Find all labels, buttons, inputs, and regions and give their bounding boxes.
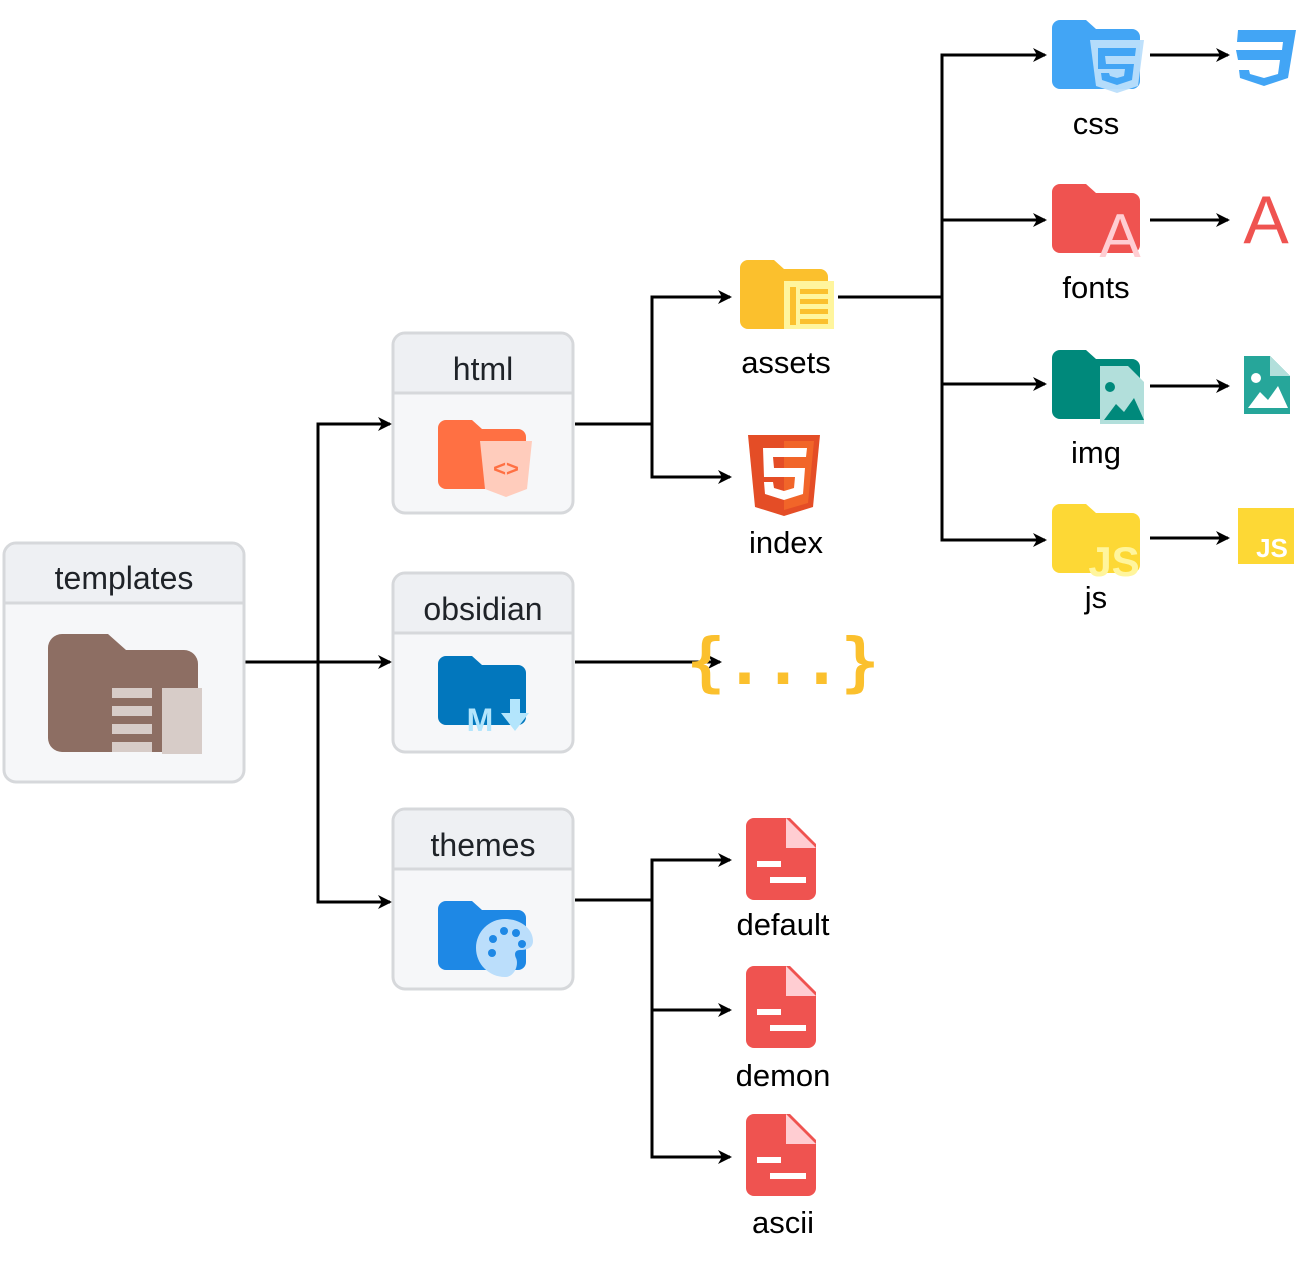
node-img[interactable]: img [1052,350,1144,470]
theme-folder-icon [438,901,533,977]
js-folder-icon: JS [1052,504,1140,585]
edge-html-assets [575,290,732,426]
fonts-folder-icon: A [1052,184,1141,271]
svg-text:A: A [1099,202,1141,271]
json-icon: {...} [687,626,880,700]
edge-html-index [650,424,732,484]
node-html-title: html [453,351,513,387]
javascript-icon: JS [1238,508,1294,564]
node-assets-label: assets [741,345,831,380]
edge-themes-ascii [650,1010,732,1164]
node-img-label: img [1071,435,1121,470]
html5-icon [748,435,820,516]
node-templates-title: templates [55,560,194,596]
document-icon [746,966,816,1048]
image-file-icon [1244,356,1290,414]
node-js-label: js [1084,580,1107,615]
node-assets[interactable]: assets [740,260,834,380]
node-json[interactable]: {...} [687,626,880,700]
node-html[interactable]: html <> [391,331,575,515]
edge-assets-img [940,297,1047,391]
svg-text:JS: JS [1088,538,1139,585]
edge-assets-trunk [838,48,1047,299]
node-fonts-label: fonts [1062,270,1129,305]
node-js[interactable]: JS js [1052,504,1140,615]
assets-folder-icon [740,260,834,329]
node-css-label: css [1073,106,1120,141]
edge-themes-default [575,853,732,902]
svg-text:<>: <> [493,456,519,481]
node-demon-label: demon [736,1058,831,1093]
document-icon [746,818,816,900]
svg-text:JS: JS [1256,533,1288,563]
node-templates[interactable]: templates [2,541,246,784]
node-fonts[interactable]: A fonts [1052,184,1141,305]
image-folder-icon [1052,350,1144,424]
node-obsidian[interactable]: obsidian M [391,571,575,754]
node-ascii[interactable]: ascii [746,1114,816,1240]
templates-folder-icon [48,634,202,754]
node-default-label: default [736,907,829,942]
node-themes-title: themes [431,827,536,863]
font-icon: A [1243,182,1289,258]
node-obsidian-title: obsidian [423,591,542,627]
node-ascii-label: ascii [752,1205,814,1240]
node-index[interactable]: index [748,435,824,560]
css-folder-icon [1052,20,1144,93]
edges [245,48,1230,1164]
edge-templates-html [316,417,392,662]
svg-text:M: M [467,702,494,738]
html-folder-icon: <> [438,420,532,497]
css3-icon [1236,30,1296,86]
node-index-label: index [749,525,824,560]
node-demon[interactable]: demon [736,966,831,1093]
edge-themes-demon [650,900,732,1017]
node-default[interactable]: default [736,818,830,942]
edge-assets-js [940,384,1047,547]
markdown-folder-icon: M [438,656,529,738]
node-css[interactable]: css [1052,20,1144,141]
edge-templates-themes [316,662,392,909]
node-themes[interactable]: themes [391,807,575,991]
document-icon [746,1114,816,1196]
